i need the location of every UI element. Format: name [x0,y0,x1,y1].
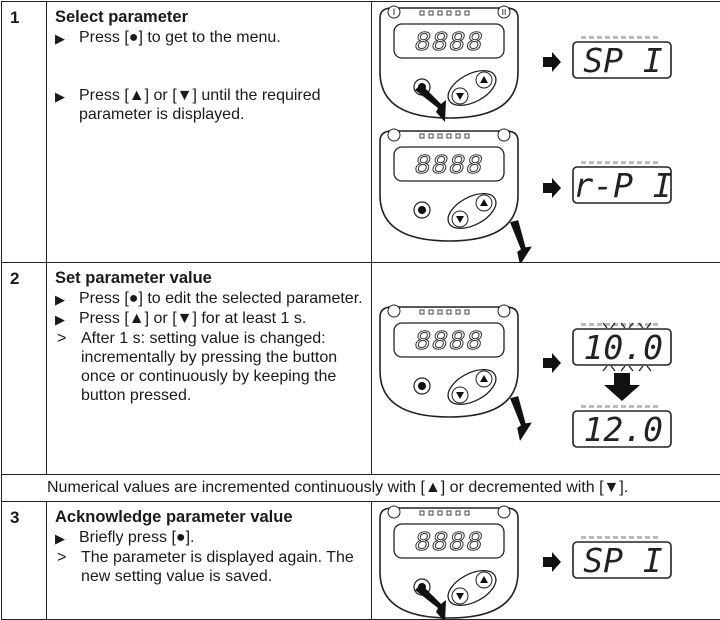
step-title: Acknowledge parameter value [55,508,365,527]
lcd-value: 12.0 [573,405,671,449]
lcd-value-text: 12.0 [584,410,663,449]
step-title: Select parameter [55,8,365,27]
lcd-text: r-P I [573,166,672,205]
step-row-1: 1 Select parameter ▶ Press [●] to get to… [2,2,720,263]
panel-display: 8888 [415,328,484,358]
panel-display: 8888 [415,29,484,59]
step-item: ▶ Press [▲] or [▼] until the required pa… [55,86,365,124]
panel-display: 8888 [415,529,484,559]
arrow-right-icon [543,552,561,572]
step-number: 3 [2,502,47,620]
step-item-text: After 1 s: setting value is changed: inc… [81,329,365,405]
step-text-cell: Set parameter value ▶ Press [●] to edit … [47,263,372,475]
arrow-right-icon [543,353,561,373]
bullet-icon: ▶ [55,28,79,48]
panel-display: 8888 [415,152,484,182]
step-item-text: Briefly press [●]. [79,528,194,548]
result-marker: > [55,548,81,586]
result-marker: > [55,329,81,405]
arrow-down-icon [604,373,640,401]
step-number: 1 [2,2,47,263]
step-item-text: The parameter is displayed again. The ne… [81,548,365,586]
bullet-icon: ▶ [55,289,79,309]
step-item-text: Press [▲] or [▼] until the required para… [79,86,365,124]
lcd-text: SP I [583,541,662,580]
device-panel: 8888 [380,506,518,620]
step-item: > After 1 s: setting value is changed: i… [55,329,365,405]
figure-cell: 8888 10.0 [372,263,720,475]
lcd-result: SP I [573,536,671,580]
device-figure: I II 8888 SP I 8888 [372,2,720,263]
arrow-right-icon [543,178,561,198]
step-item: ▶ Press [●] to edit the selected paramet… [55,289,365,309]
device-panel: I II 8888 [380,6,518,122]
bullet-icon: ▶ [55,309,79,329]
device-figure: 8888 10.0 [372,263,720,475]
arrow-right-icon [543,52,561,72]
step-title: Set parameter value [55,269,365,288]
step-row-2: 2 Set parameter value ▶ Press [●] to edi… [2,263,720,475]
step-row-3: 3 Acknowledge parameter value ▶ Briefly … [2,502,720,620]
figure-cell: 8888 SP I [372,502,720,620]
device-panel: 8888 [380,305,540,442]
device-figure: 8888 SP I [372,502,720,620]
lcd-text: SP I [583,41,662,80]
note-row: Numerical values are incremented continu… [2,475,720,502]
step-item-text: Press [●] to get to the menu. [79,28,281,48]
step-item: ▶ Briefly press [●]. [55,528,365,548]
step-number: 2 [2,263,47,475]
panel-label-2: II [502,8,506,17]
bullet-icon: ▶ [55,86,79,124]
lcd-result: r-P I [573,161,673,205]
lcd-value: 10.0 [584,328,663,367]
note-text: Numerical values are incremented continu… [2,475,720,502]
device-panel: 8888 [380,129,540,263]
step-text-cell: Select parameter ▶ Press [●] to get to t… [47,2,372,263]
step-item: ▶ Press [▲] or [▼] for at least 1 s. [55,309,365,329]
step-item-text: Press [▲] or [▼] for at least 1 s. [79,309,306,329]
figure-cell: I II 8888 SP I 8888 [372,2,720,263]
step-item: > The parameter is displayed again. The … [55,548,365,586]
lcd-value-blinking: 10.0 [573,323,671,371]
bullet-icon: ▶ [55,528,79,548]
step-item: ▶ Press [●] to get to the menu. [55,28,365,48]
lcd-result: SP I [573,36,671,80]
step-text-cell: Acknowledge parameter value ▶ Briefly pr… [47,502,372,620]
step-item-text: Press [●] to edit the selected parameter… [79,289,363,309]
panel-label-1: I [393,7,396,17]
